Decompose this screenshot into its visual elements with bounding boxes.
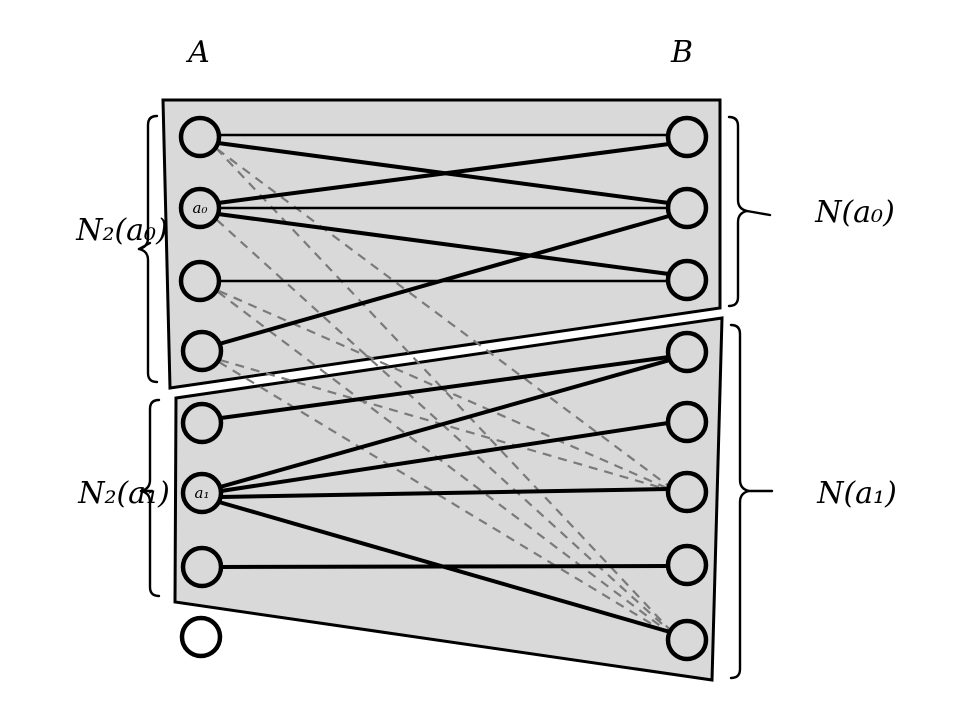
node-b-lower-4[interactable] [665, 543, 709, 587]
node-b-lower-2[interactable] [665, 400, 709, 444]
solid-edge-A5-B3 [219, 358, 671, 489]
node-a-upper-1[interactable] [178, 115, 222, 159]
brace-label-n-a0: N(a₀) [814, 195, 895, 230]
nodes-layer [178, 115, 709, 662]
node-a0[interactable] [178, 186, 222, 230]
node-a-lower-3[interactable] [180, 545, 224, 589]
brace-label-n2-a1: N₂(a₁) [77, 476, 170, 511]
node-a1[interactable] [180, 471, 224, 515]
node-labels-layer: a₀ a₁ [193, 199, 210, 502]
node-b-upper-1[interactable] [665, 115, 709, 159]
brace-label-n-a1: N(a₁) [816, 476, 897, 511]
node-a-lower-1[interactable] [180, 401, 224, 445]
node-a-upper-3[interactable] [178, 259, 222, 303]
solid-edges-layer [217, 133, 671, 634]
solid-edge-A6-B6 [220, 564, 669, 569]
node-label-a1: a₁ [195, 484, 210, 502]
brace-label-n2-a0: N₂(a₀) [75, 213, 168, 248]
set-label-b: B [670, 35, 693, 70]
solid-edge-A1-B0 [217, 142, 670, 205]
dashed-edge-A3-B5 [219, 358, 670, 492]
region-lower [173, 316, 724, 682]
node-b-lower-1[interactable] [665, 330, 709, 374]
brace-tick-left-upper [137, 241, 152, 251]
node-b-lower-3[interactable] [665, 470, 709, 514]
brace-right-upper [727, 115, 749, 308]
solid-edge-A4-B3 [220, 355, 670, 420]
node-b-upper-3[interactable] [665, 258, 709, 302]
solid-edge-A3-B1 [218, 214, 670, 346]
solid-edge-A5-B4 [220, 421, 669, 493]
node-label-a0: a₀ [193, 199, 208, 217]
set-label-a: A [185, 35, 210, 70]
solid-edge-A5-B5 [220, 487, 669, 499]
dashed-edge-A0-B5 [216, 148, 671, 488]
node-b-upper-2[interactable] [665, 186, 709, 230]
node-a-free[interactable] [179, 615, 223, 659]
brace-tick-right-upper [745, 209, 772, 217]
brace-left-upper [137, 114, 159, 384]
node-a-upper-4[interactable] [180, 329, 224, 373]
set-headers-layer: A B [185, 35, 693, 70]
brace-ticks-layer [137, 209, 774, 493]
brace-right-lower [729, 323, 751, 680]
node-b-lower-5[interactable] [665, 618, 709, 662]
solid-edge-A1-B2 [217, 212, 670, 276]
brace-labels-layer: N₂(a₀) N₂(a₁) N(a₀) N(a₁) [75, 195, 897, 511]
